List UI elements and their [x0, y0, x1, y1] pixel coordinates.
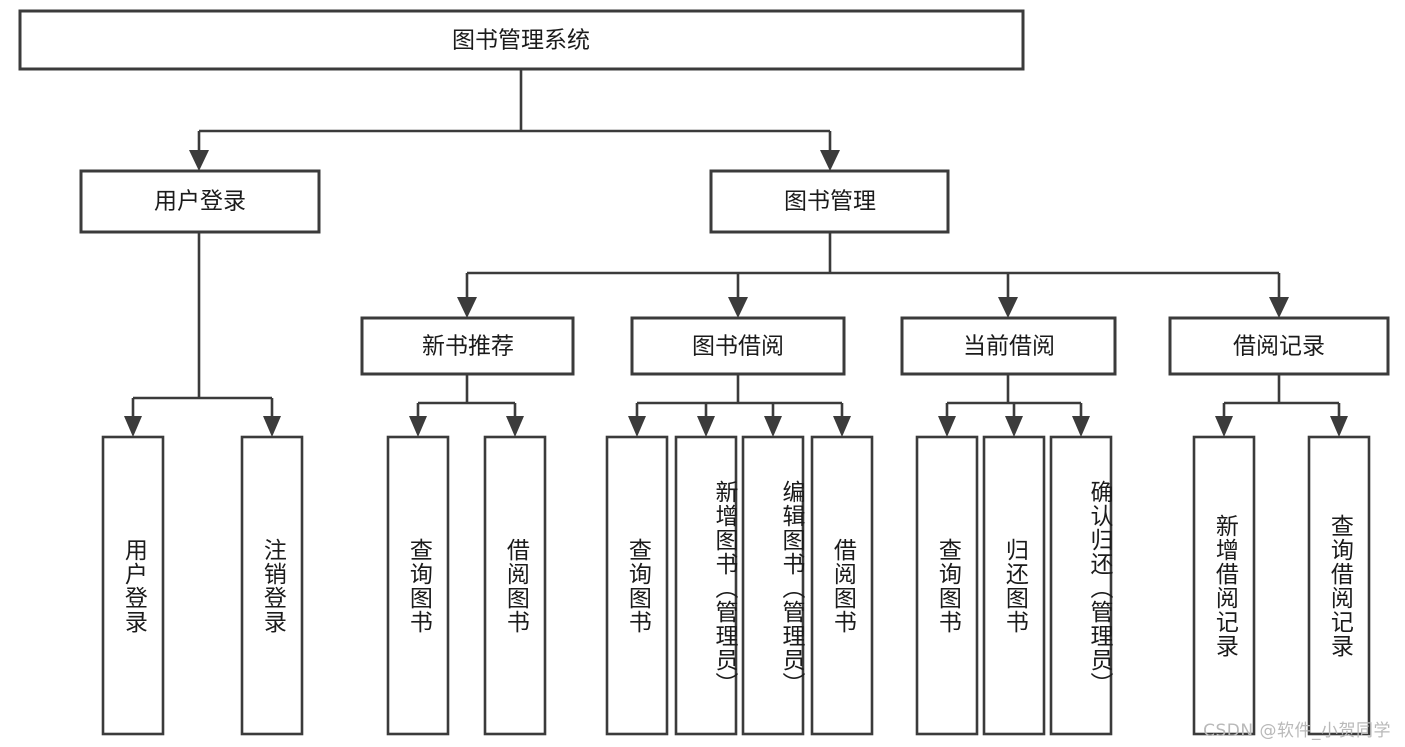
node-current-borrow-label: 当前借阅 [963, 334, 1055, 360]
node-borrow-record-label: 借阅记录 [1233, 334, 1325, 360]
arrow-head-leaf-add-book [697, 416, 715, 437]
node-book-borrow-label: 图书借阅 [692, 334, 784, 360]
node-new-book-rec[interactable]: 新书推荐 [360, 316, 575, 376]
arrow-head-leaf-confirm-return [1072, 416, 1090, 437]
node-root-label: 图书管理系统 [452, 28, 590, 54]
arrow-head-leaf-borrow-book-1 [506, 416, 524, 437]
node-current-borrow[interactable]: 当前借阅 [900, 316, 1117, 376]
node-leaf-add-record-box[interactable] [1192, 435, 1256, 736]
arrow-head-leaf-add-record [1215, 416, 1233, 437]
node-book-manage-label: 图书管理 [784, 189, 876, 215]
node-user-login-box[interactable] [79, 169, 321, 234]
node-user-login-label: 用户登录 [154, 189, 246, 215]
node-borrow-record[interactable]: 借阅记录 [1168, 316, 1390, 376]
node-new-book-rec-label: 新书推荐 [422, 334, 514, 360]
arrow-head-leaf-query-book-3 [938, 416, 956, 437]
arrow-head-leaf-return-book [1005, 416, 1023, 437]
arrow-head-new-book-rec [457, 297, 477, 318]
node-leaf-confirm-return-box[interactable] [1049, 435, 1113, 736]
arrow-head-book-manage [820, 150, 840, 171]
csdn-watermark: CSDN @软件_小贺同学 [1203, 721, 1391, 741]
node-book-borrow-box[interactable] [630, 316, 846, 376]
node-leaf-add-book-box[interactable] [674, 435, 738, 736]
arrow-head-leaf-query-book-2 [628, 416, 646, 437]
node-leaf-query-book-3-box[interactable] [915, 435, 979, 736]
node-new-book-rec-box[interactable] [360, 316, 575, 376]
node-borrow-record-box[interactable] [1168, 316, 1390, 376]
arrow-head-leaf-borrow-book-2 [833, 416, 851, 437]
arrow-head-leaf-edit-book [764, 416, 782, 437]
node-leaf-edit-book-box[interactable] [741, 435, 805, 736]
node-book-manage-box[interactable] [709, 169, 950, 234]
node-leaf-user-login-box[interactable] [101, 435, 165, 736]
arrow-head-current-borrow [998, 297, 1018, 318]
node-leaf-borrow-book-2-box[interactable] [810, 435, 874, 736]
node-leaf-return-book-box[interactable] [982, 435, 1046, 736]
node-leaf-query-book-1-box[interactable] [386, 435, 450, 736]
arrow-head-leaf-logout [263, 416, 281, 437]
arrow-head-leaf-user-login [124, 416, 142, 437]
arrow-head-borrow-record [1269, 297, 1289, 318]
node-book-borrow[interactable]: 图书借阅 [630, 316, 846, 376]
node-leaf-query-record-box[interactable] [1307, 435, 1371, 736]
node-root-box[interactable] [18, 9, 1025, 71]
arrow-head-leaf-query-record [1330, 416, 1348, 437]
node-root[interactable]: 图书管理系统 [18, 9, 1025, 71]
arrow-head-leaf-query-book-1 [409, 416, 427, 437]
node-leaf-query-book-2-box[interactable] [605, 435, 669, 736]
arrow-head-book-borrow [728, 297, 748, 318]
connectors-layer [124, 69, 1348, 437]
node-leaf-logout-box[interactable] [240, 435, 304, 736]
node-book-manage[interactable]: 图书管理 [709, 169, 950, 234]
node-current-borrow-box[interactable] [900, 316, 1117, 376]
nodes-layer: 图书管理系统 用户登录 图书管理 新书推荐 图书借阅 当前 [18, 9, 1390, 736]
arrow-head-user-login [189, 150, 209, 171]
node-leaf-borrow-book-1-box[interactable] [483, 435, 547, 736]
node-user-login[interactable]: 用户登录 [79, 169, 321, 234]
